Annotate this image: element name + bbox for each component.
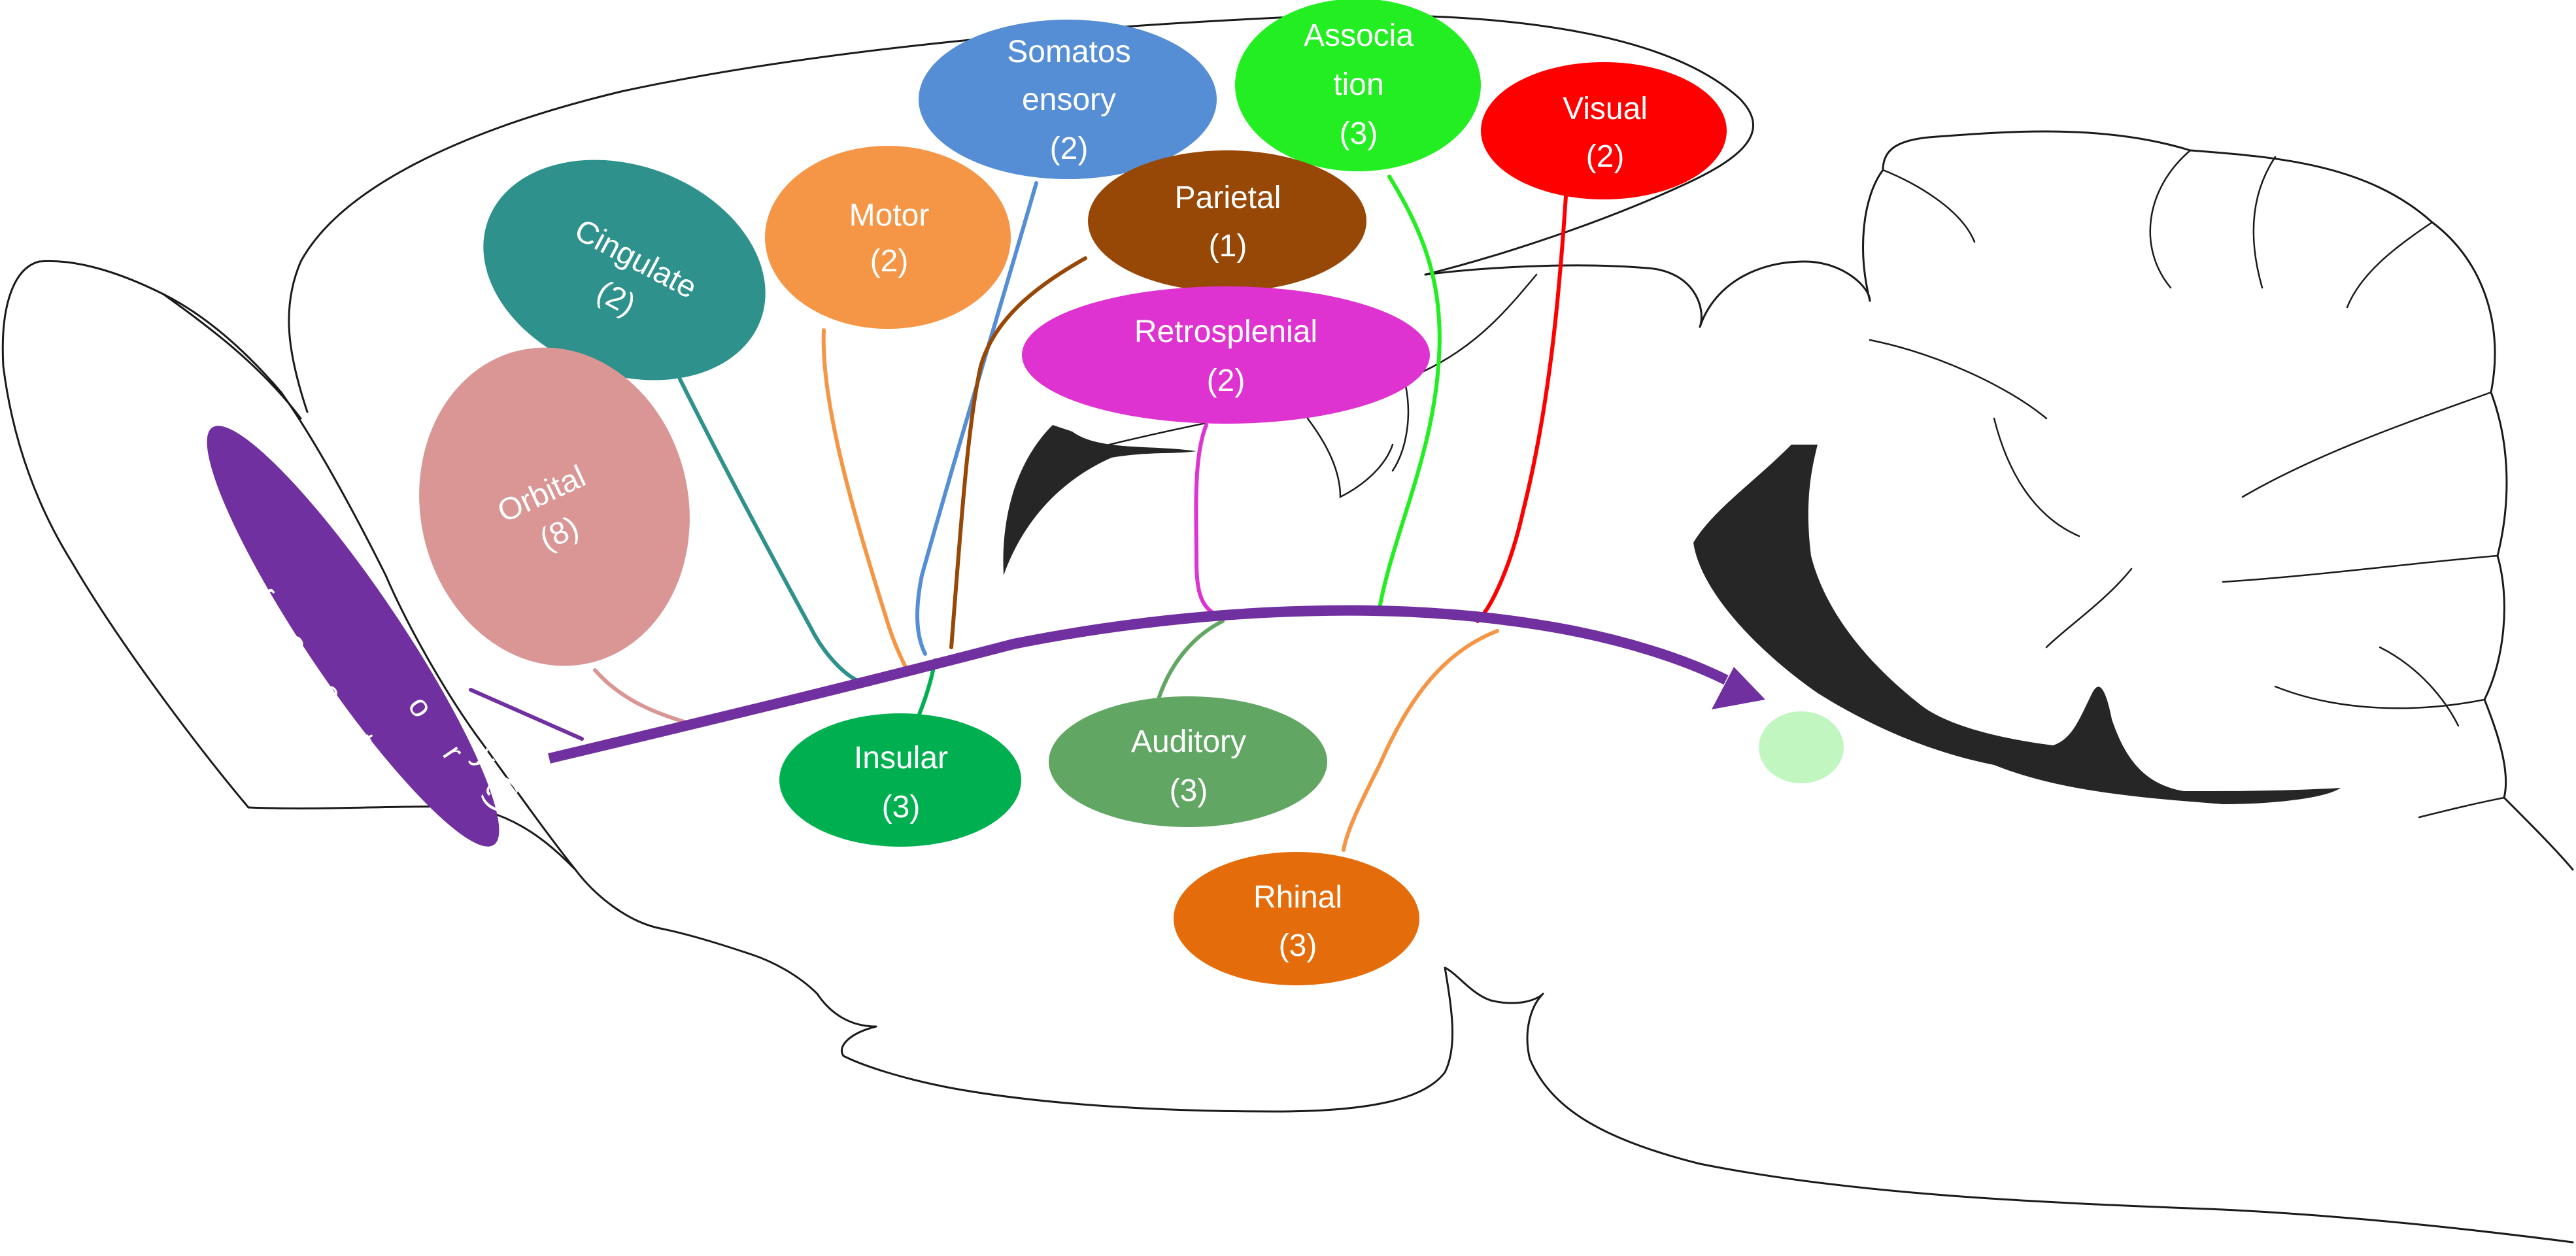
olfactory-connection <box>469 688 584 741</box>
motor-label: Motor <box>849 198 930 233</box>
rhinal-label: Rhinal <box>1253 880 1342 915</box>
retrosplenial-ellipse <box>1022 286 1430 424</box>
folium-11 <box>2379 646 2460 727</box>
region-parietal: Parietal (1) <box>1088 150 1366 292</box>
region-somatosensory: Somatos ensory (2) <box>919 20 1217 179</box>
region-auditory: Auditory (3) <box>1049 696 1327 827</box>
region-visual: Visual (2) <box>1481 62 1727 199</box>
cingulate-connection <box>678 377 858 682</box>
region-motor: Motor (2) <box>765 146 1011 329</box>
parietal-count: (1) <box>1209 229 1247 263</box>
folium-10 <box>2274 685 2486 709</box>
target-nucleus <box>1759 711 1844 783</box>
folium-8 <box>2222 554 2499 583</box>
auditory-connection <box>1155 619 1225 705</box>
motor-ellipse <box>765 146 1011 329</box>
motor-connection <box>821 328 907 669</box>
auditory-count: (3) <box>1170 773 1208 808</box>
connection-lines <box>469 175 1568 852</box>
projection-arrow-shaft <box>548 605 1729 764</box>
region-association: Associa tion (3) <box>1235 0 1481 171</box>
association-label-2: tion <box>1333 67 1383 102</box>
association-connection <box>1378 175 1442 610</box>
orbital-ellipse <box>419 347 690 666</box>
visual-ellipse <box>1481 62 1727 199</box>
olfactory-letter-2: l <box>212 534 245 559</box>
bulb-divider <box>162 293 302 420</box>
cerebellum-contour <box>1862 130 2574 871</box>
lateral-ventricle <box>1003 425 1196 575</box>
visual-count: (2) <box>1586 139 1625 174</box>
somatosensory-label-1: Somatos <box>1007 35 1130 69</box>
parietal-connection <box>949 256 1087 649</box>
association-label-1: Associa <box>1304 18 1414 53</box>
auditory-ellipse <box>1049 696 1327 827</box>
folium-7 <box>2241 391 2492 498</box>
rhinal-ellipse <box>1174 852 1419 985</box>
cortex-contour <box>288 14 1754 413</box>
rhinal-connection <box>1342 629 1499 852</box>
retrosplenial-count: (2) <box>1207 364 1246 398</box>
folium-5 <box>1869 339 2048 420</box>
somatosensory-connection <box>915 181 1038 656</box>
parietal-ellipse <box>1088 150 1366 292</box>
folium-6 <box>1993 417 2080 537</box>
rhinal-count: (3) <box>1279 928 1317 963</box>
retrosplenial-label: Retrosplenial <box>1134 314 1317 349</box>
orbital-connection <box>593 668 688 724</box>
cingulate-ellipse <box>483 160 766 381</box>
tectum-contour <box>1424 260 1871 328</box>
association-count: (3) <box>1340 116 1378 151</box>
association-ellipse <box>1235 0 1481 171</box>
auditory-label: Auditory <box>1131 724 1246 759</box>
visual-label: Visual <box>1563 92 1648 126</box>
region-retrosplenial: Retrosplenial (2) <box>1022 286 1430 424</box>
somatosensory-ellipse <box>919 20 1217 179</box>
insular-count: (3) <box>882 790 921 824</box>
folium-1 <box>1882 169 1976 243</box>
folium-2 <box>2149 149 2192 289</box>
olfactory-ellipse <box>207 426 500 847</box>
folium-3 <box>2252 156 2277 289</box>
region-olfactory: O l f a c t o r y (3) <box>173 426 522 847</box>
folium-4 <box>2346 221 2433 309</box>
brain-contour <box>1 260 2574 1244</box>
ventral-edge <box>247 806 577 871</box>
insular-ellipse <box>779 713 1021 847</box>
fourth-ventricle <box>1693 445 2341 804</box>
folium-12 <box>2418 796 2505 819</box>
insular-label: Insular <box>854 741 948 775</box>
hippocampal-line-2 <box>1391 384 1410 472</box>
region-cingulate: Cingulate (2) <box>483 160 766 381</box>
brain-outline <box>1 14 2574 1244</box>
visual-connection <box>1476 194 1568 623</box>
hippocampal-line <box>1306 417 1394 499</box>
somatosensory-label-2: ensory <box>1022 82 1116 117</box>
region-orbital: Orbital (8) <box>419 347 690 666</box>
somatosensory-count: (2) <box>1050 131 1089 166</box>
retrosplenial-connection <box>1194 423 1218 617</box>
region-insular: Insular (3) <box>779 713 1021 847</box>
motor-count: (2) <box>870 244 909 279</box>
folium-9 <box>2045 568 2133 649</box>
parietal-label: Parietal <box>1175 180 1281 215</box>
region-rhinal: Rhinal (3) <box>1174 852 1419 985</box>
projection-arrow-head <box>1712 667 1765 709</box>
olfactory-letter-1: O <box>173 478 216 518</box>
